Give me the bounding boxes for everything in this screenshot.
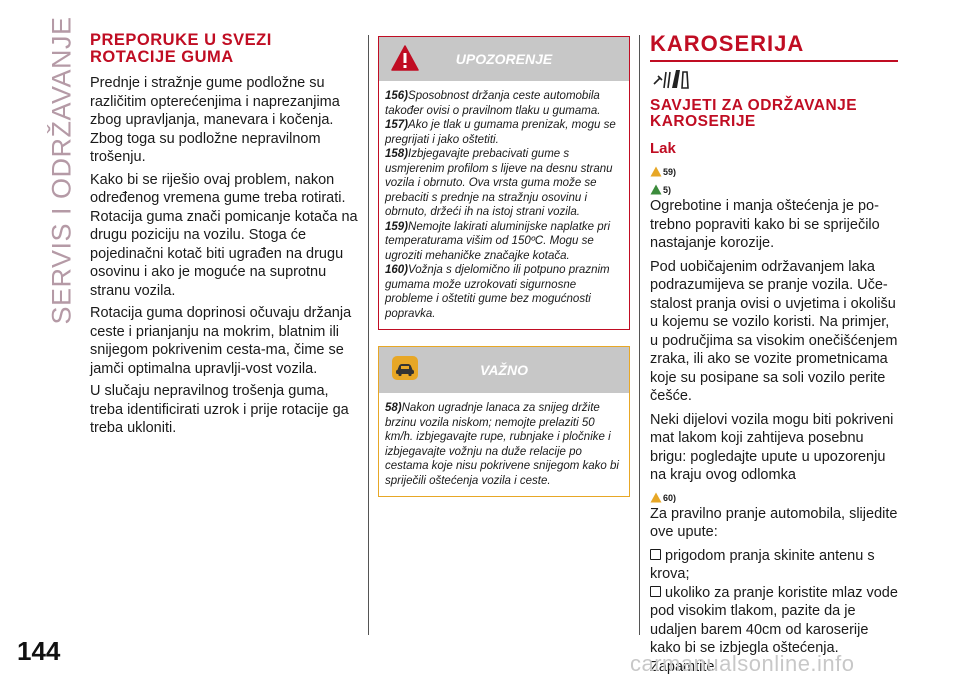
note-158: 158)Izbjegavajte prebacivati gume s usmj… xyxy=(385,148,613,218)
paragraph: Neki dijelovi vozila mogu biti pokriveni… xyxy=(650,411,894,484)
column-tire-rotation: PREPORUKE U SVEZI ROTACIJE GUMA Prednje … xyxy=(90,32,362,442)
column-body-care: KAROSERIJA SAVJETI ZA ODRŽAVANJE KAROSER… xyxy=(650,32,900,676)
tools-icon xyxy=(653,70,689,89)
warning-ref-59: 59) xyxy=(650,161,900,177)
note-156: 156)Sposobnost držanja ceste automobila … xyxy=(385,90,601,117)
care-subheading: SAVJETI ZA ODRŽAVANJE KAROSERIJE xyxy=(650,98,900,130)
note-157: 157)Ako je tlak u gumama prenizak, mogu … xyxy=(385,119,616,146)
wash-intro: Za pravilno pranje automobila, slijedite… xyxy=(650,505,898,541)
paragraph: Pod uobičajenim održavanjem laka podrazu… xyxy=(650,258,898,405)
paragraph: Rotacija guma doprinosi očuvaju držanja … xyxy=(90,305,352,377)
section-side-title: SERVIS I ODRŽAVANJE xyxy=(42,16,82,324)
warning-triangle-icon xyxy=(650,492,662,502)
important-box: VAŽNO 58)Nakon ugradnje lanaca za snijeg… xyxy=(378,346,630,497)
page-number: 144 xyxy=(17,636,61,666)
important-header: VAŽNO xyxy=(379,347,629,393)
column-divider-2 xyxy=(639,35,640,635)
paragraph: Ogrebotine i manja oštećenja je po-trebn… xyxy=(650,198,880,251)
side-title-text: SERVIS I ODRŽAVANJE xyxy=(46,15,77,325)
car-damage-icon xyxy=(392,356,418,380)
ref-number: 60) xyxy=(663,492,677,503)
checkbox-bullet-icon xyxy=(650,585,661,597)
checkbox-bullet-icon xyxy=(650,548,661,560)
environment-leaf-icon xyxy=(650,184,662,195)
warning-notes: 156)Sposobnost držanja ceste automobila … xyxy=(379,81,629,329)
heading-line-2: ROTACIJE GUMA xyxy=(90,48,234,66)
paint-heading: Lak xyxy=(650,140,676,157)
paragraph: Prednje i stražnje gume podložne su razl… xyxy=(90,75,340,165)
warning-ref-60: 60) xyxy=(650,487,900,503)
note-160: 160)Vožnja s djelomično ili potpuno praz… xyxy=(385,264,610,320)
heading-line-1: PREPORUKE U SVEZI xyxy=(90,31,272,49)
warning-box: UPOZORENJE 156)Sposobnost držanja ceste … xyxy=(378,36,630,330)
environment-ref-5: 5) xyxy=(650,179,900,195)
note-159: 159)Nemojte lakirati aluminijske naplatk… xyxy=(385,220,611,262)
warning-triangle-icon xyxy=(650,166,662,177)
warning-triangle-icon xyxy=(391,45,419,71)
ref-number: 5) xyxy=(663,185,672,195)
subheading-line-1: SAVJETI ZA ODRŽAVANJE xyxy=(650,97,858,114)
warning-title: UPOZORENJE xyxy=(455,51,553,67)
important-title: VAŽNO xyxy=(480,362,528,378)
warning-header: UPOZORENJE xyxy=(379,37,629,81)
watermark: carmanualsonline.info xyxy=(630,651,855,676)
section-title: KAROSERIJA xyxy=(650,31,805,56)
title-rule xyxy=(650,60,898,62)
paragraph: U slučaju nepravilnog trošenja guma, tre… xyxy=(90,383,349,436)
column-notes: UPOZORENJE 156)Sposobnost držanja ceste … xyxy=(378,36,630,513)
important-notes: 58)Nakon ugradnje lanaca za snijeg držit… xyxy=(379,393,629,496)
bullet-item: prigodom pranja skinite antenu s krova; xyxy=(650,547,875,582)
bullet-item: ukoliko za pranje koristite mlaz vode po… xyxy=(650,584,898,675)
tire-rotation-heading: PREPORUKE U SVEZI ROTACIJE GUMA xyxy=(90,32,362,66)
subheading-line-2: KAROSERIJE xyxy=(650,113,756,130)
paragraph: Kako bi se riješio ovaj problem, nakon o… xyxy=(90,171,358,299)
note-58: 58)Nakon ugradnje lanaca za snijeg držit… xyxy=(385,402,619,487)
column-divider-1 xyxy=(368,35,369,635)
ref-number: 59) xyxy=(663,167,677,177)
